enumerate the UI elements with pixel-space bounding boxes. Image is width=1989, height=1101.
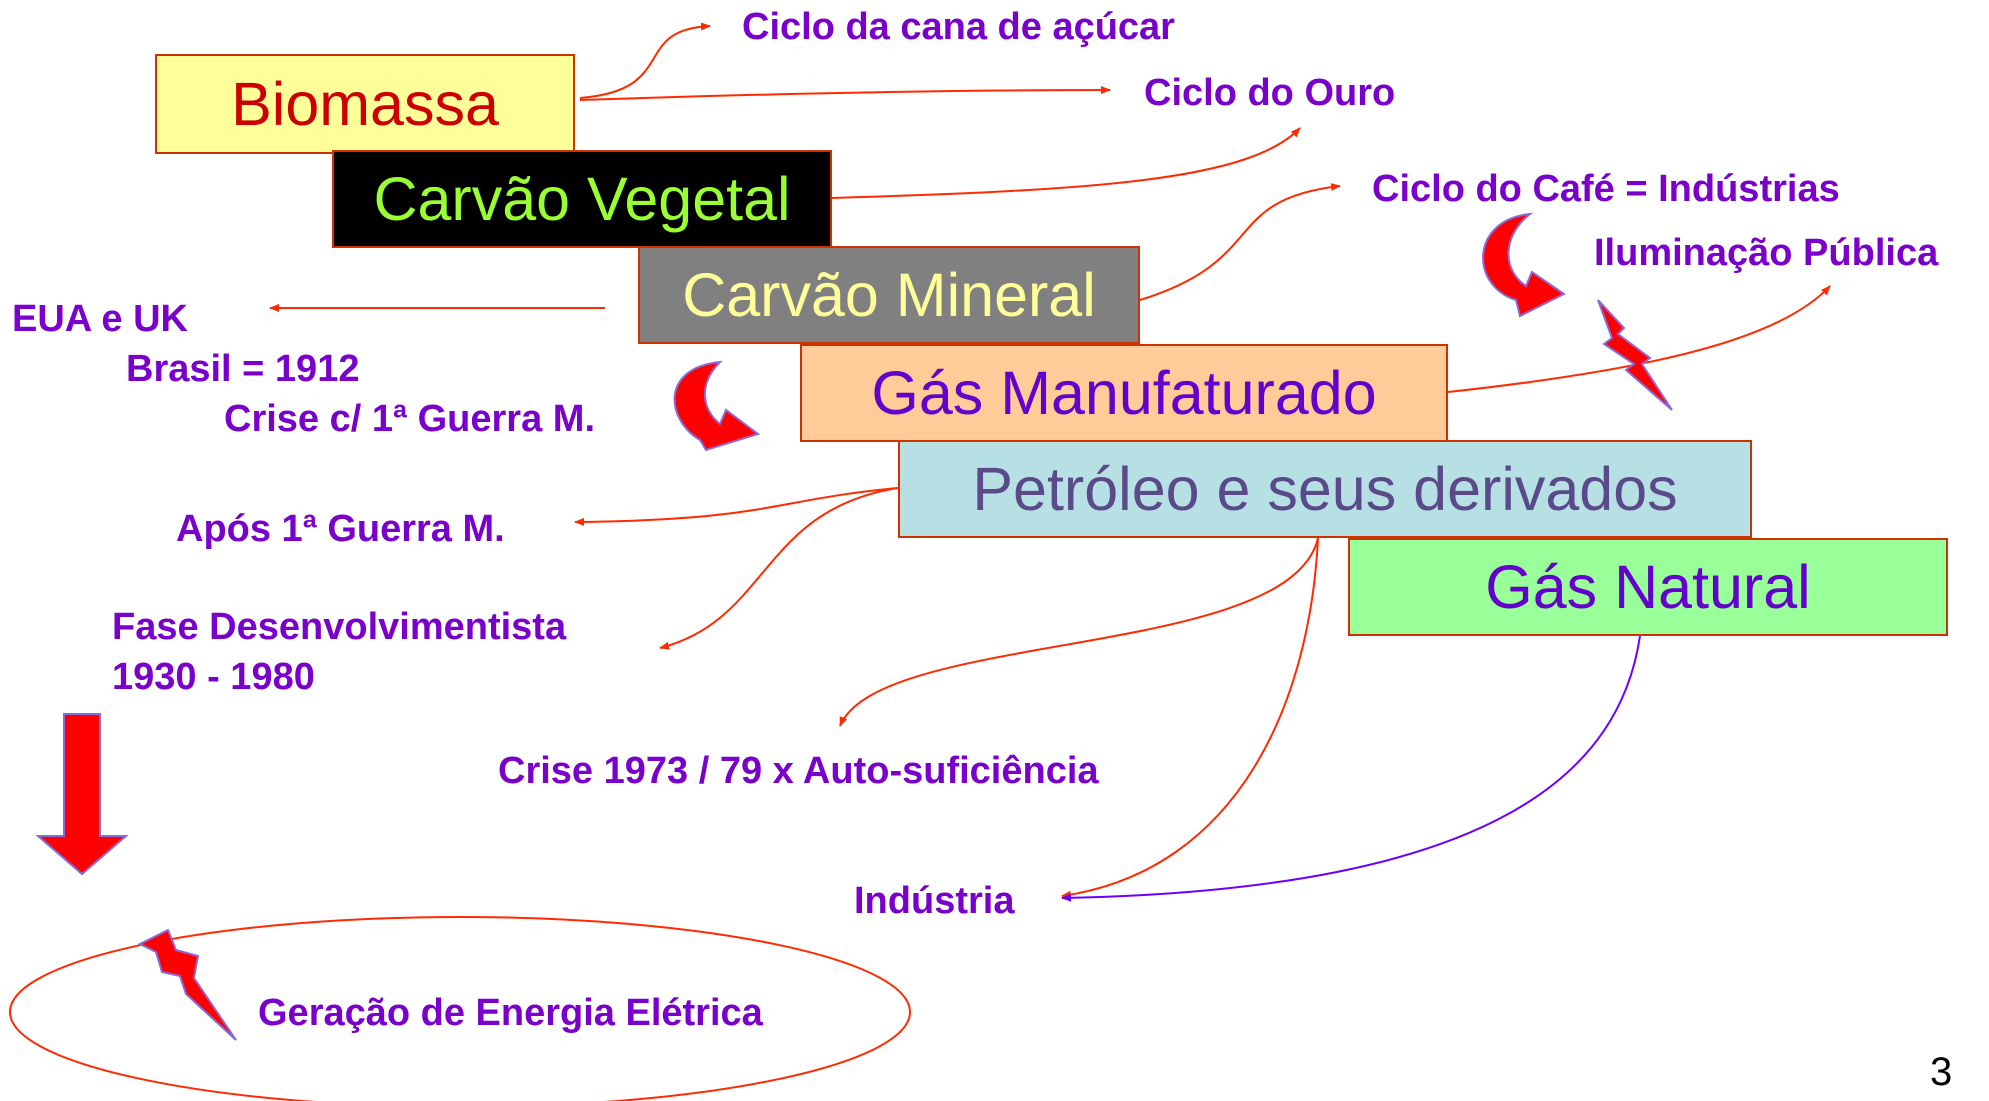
arrow-mineral-to-cafe [1139,183,1341,301]
arrow-biomassa-to-ouro [579,86,1111,101]
box-gas-manufaturado: Gás Manufaturado [800,344,1448,442]
label-crise-1973: Crise 1973 / 79 x Auto-suficiência [498,750,1099,792]
arrow-biomassa-to-cana [579,22,711,99]
box-biomassa: Biomassa [155,54,575,154]
box-petroleo-label: Petróleo e seus derivados [972,455,1678,523]
box-gas-manufaturado-label: Gás Manufaturado [871,359,1377,427]
arrow-petroleo-to-crise [839,537,1319,727]
label-eua-uk: EUA e UK [12,298,188,340]
box-carvao-vegetal: Carvão Vegetal [332,150,832,248]
label-ciclo-ouro: Ciclo do Ouro [1144,72,1396,114]
label-brasil-1912: Brasil = 1912 [126,348,360,390]
geracao-ellipse [9,916,911,1101]
label-geracao: Geração de Energia Elétrica [258,992,763,1034]
arrow-gas-to-iluminacao [1447,285,1831,393]
arrow-vegetal-to-ouro [831,127,1301,199]
box-carvao-mineral-label: Carvão Mineral [682,261,1096,329]
box-carvao-vegetal-label: Carvão Vegetal [373,165,791,233]
page-number: 3 [1930,1050,1953,1094]
lightning-icon [137,928,237,1041]
down-arrow-icon [35,713,129,876]
box-gas-natural-label: Gás Natural [1485,553,1811,621]
box-biomassa-label: Biomassa [231,70,499,138]
label-fase-dev-1: Fase Desenvolvimentista [112,606,567,648]
box-carvao-mineral: Carvão Mineral [638,246,1140,344]
label-ciclo-cana: Ciclo da cana de açúcar [742,6,1175,48]
arrow-gasnatural-to-industria [1061,635,1641,902]
box-gas-natural: Gás Natural [1348,538,1948,636]
label-ciclo-cafe: Ciclo do Café = Indústrias [1372,168,1840,210]
curved-arrow-icon [673,360,761,452]
label-apos-guerra: Após 1ª Guerra M. [176,508,505,550]
arrow-petroleo-to-industria [1061,537,1319,899]
label-industria: Indústria [854,880,1015,922]
box-petroleo: Petróleo e seus derivados [898,440,1752,538]
label-crise-guerra: Crise c/ 1ª Guerra M. [224,398,596,440]
arrow-petroleo-to-apos [574,487,899,526]
curved-arrow-icon [1482,212,1566,318]
label-fase-dev-2: 1930 - 1980 [112,656,315,698]
lightning-icon [1597,299,1673,411]
label-iluminacao: Iluminação Pública [1594,232,1939,274]
arrow-petroleo-to-fase [659,487,899,650]
